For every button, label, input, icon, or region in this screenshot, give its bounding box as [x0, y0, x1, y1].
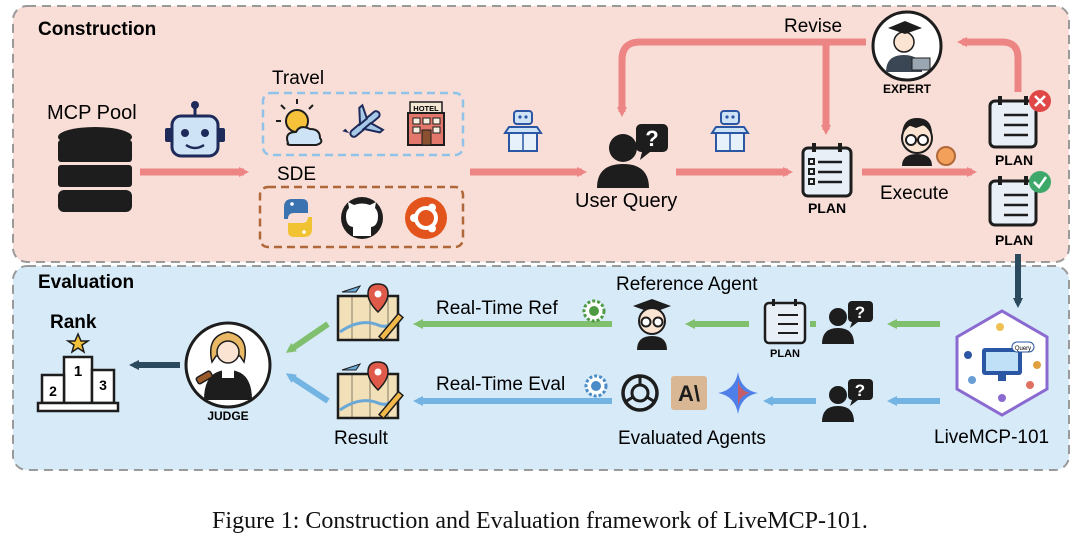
database-icon	[58, 127, 132, 212]
podium-icon: 2 1 3	[36, 332, 120, 413]
hotel-sign: HOTEL	[413, 104, 439, 113]
hotel-icon: HOTEL	[407, 101, 445, 146]
airplane-icon	[342, 103, 385, 138]
github-icon	[341, 197, 383, 239]
real-time-eval-label: Real-Time Eval	[436, 374, 565, 395]
result-label: Result	[334, 428, 389, 449]
map-result-icon-eval	[336, 361, 404, 420]
mcp-pool-label: MCP Pool	[47, 102, 137, 124]
reference-agent-icon	[633, 299, 671, 350]
travel-group	[261, 91, 465, 157]
query-bubble: Query	[1015, 346, 1031, 352]
expert-icon	[871, 10, 943, 82]
user-query-label: User Query	[575, 190, 677, 212]
sun-cloud-icon	[276, 99, 323, 146]
revise-arrow	[617, 38, 866, 117]
construction-title: Construction	[38, 19, 156, 40]
reference-agent-label: Reference Agent	[616, 274, 758, 295]
reject-to-expert-arrow	[957, 37, 1022, 92]
svg-text:?: ?	[855, 381, 865, 400]
gear-icon	[582, 299, 606, 323]
travel-label: Travel	[272, 68, 324, 89]
revise-label: Revise	[784, 16, 842, 37]
podium-third: 3	[99, 377, 107, 393]
judge-label: JUDGE	[207, 409, 248, 423]
ref-plan-label: PLAN	[770, 348, 800, 360]
eval-result-to-judge-arrow	[285, 373, 330, 404]
scientist-icon	[901, 118, 956, 166]
plan-rejected-label: PLAN	[995, 152, 1033, 168]
figure-caption: Figure 1: Construction and Evaluation fr…	[212, 508, 868, 534]
sde-group	[258, 185, 465, 249]
sde-label: SDE	[277, 164, 316, 185]
evaluation-title: Evaluation	[38, 272, 134, 293]
ubuntu-icon	[405, 197, 447, 239]
livemcp-hexagon-icon: Query	[955, 309, 1049, 417]
ref-query-icon: ?	[822, 301, 873, 344]
evaluated-agents-label: Evaluated Agents	[618, 428, 766, 449]
plan-icon	[801, 143, 853, 198]
gear-icon-2	[584, 374, 608, 398]
map-result-icon-ref	[336, 283, 404, 342]
svg-text:?: ?	[645, 126, 658, 151]
eval-query-icon: ?	[822, 379, 873, 422]
real-time-ref-label: Real-Time Ref	[436, 298, 558, 319]
robot-box-icon	[503, 110, 543, 152]
anthropic-icon: A\	[671, 376, 707, 410]
ref-result-to-judge-arrow	[285, 321, 330, 353]
judge-icon	[184, 321, 272, 409]
robot-box-icon-2	[710, 110, 750, 152]
execute-label: Execute	[880, 183, 949, 204]
ref-plan-icon	[763, 299, 807, 345]
anthropic-logo-text: A\	[678, 381, 700, 406]
plan-approved-label: PLAN	[995, 232, 1033, 248]
livemcp-label: LiveMCP-101	[934, 427, 1049, 448]
svg-text:?: ?	[855, 303, 865, 322]
plan-label: PLAN	[808, 200, 846, 216]
user-query-icon: ?	[597, 124, 668, 188]
gemini-icon	[718, 372, 758, 414]
podium-second: 2	[49, 383, 57, 399]
plan-reject-icon	[988, 90, 1051, 149]
podium-first: 1	[74, 363, 82, 380]
robot-icon	[165, 101, 225, 158]
plan-approve-icon	[988, 171, 1051, 227]
expert-label: EXPERT	[883, 82, 932, 96]
openai-icon	[621, 374, 659, 412]
python-icon	[284, 199, 312, 237]
rank-label: Rank	[50, 312, 97, 333]
